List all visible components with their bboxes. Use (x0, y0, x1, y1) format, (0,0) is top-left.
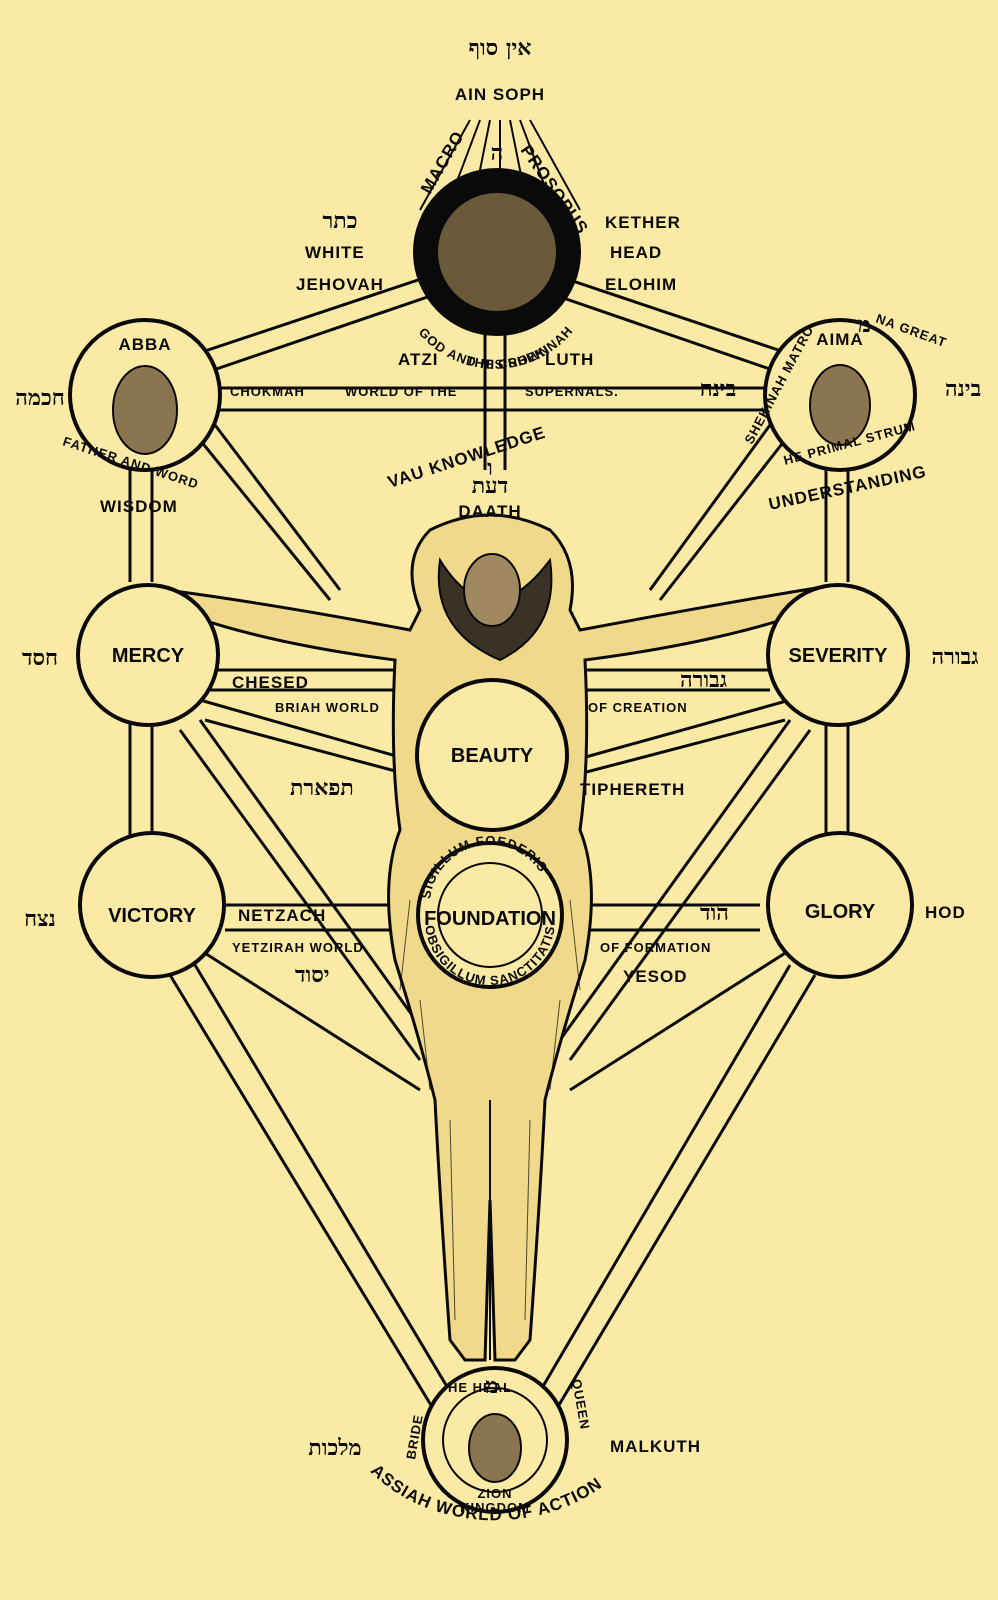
chokmah-label: CHOKMAH (230, 384, 305, 399)
tiphereth-label: TIPHERETH (580, 780, 685, 799)
jehovah-label: JEHOVAH (296, 275, 384, 294)
daath-hebrew: דעת (472, 473, 508, 499)
aima-label: AIMA (816, 330, 863, 349)
hod-label: HOD (925, 903, 966, 922)
elohim-label: ELOHIM (605, 275, 677, 294)
foundation-node-label: FOUNDATION (424, 908, 556, 930)
tiphereth-text: BEAUTY תפארת TIPHERETH (290, 745, 685, 801)
queen-label: QUEEN (569, 1378, 593, 1431)
severity-node-label: SEVERITY (789, 645, 889, 667)
formation-label: OF FORMATION (600, 940, 711, 955)
chokmah-hebrew: חכמה (15, 385, 64, 411)
kingdom-label: KINGDOM (460, 1500, 530, 1515)
yesod-node (416, 841, 564, 989)
daath-label: DAATH (458, 502, 521, 521)
atziluth-text: ATZI LUTH CHOKMAH WORLD OF THE SUPERNALS… (230, 350, 619, 399)
netzach-text: נצח VICTORY NETZACH YETZIRAH WORLD (24, 905, 364, 955)
luth-label: LUTH (545, 350, 594, 369)
mercy-node-label: MERCY (112, 645, 185, 667)
ain-soph-hebrew: אין סוף (469, 35, 532, 61)
head-label: HEAD (610, 243, 662, 262)
chesed-label: CHESED (232, 673, 309, 692)
ain-soph-title: AIN SOPH (455, 85, 545, 104)
beauty-node-label: BEAUTY (451, 745, 534, 767)
vav-letter: ו (487, 455, 493, 481)
victory-node-label: VICTORY (108, 905, 196, 927)
geburah-hebrew: גבורה (680, 667, 727, 693)
hod-node (766, 831, 914, 979)
portrait-faces (112, 364, 871, 1483)
malkuth-mem: מ (485, 1373, 498, 1399)
malkuth-label: MALKUTH (610, 1437, 701, 1456)
abba-label: ABBA (118, 335, 171, 354)
tiphereth-node (415, 678, 569, 832)
chesed-node (76, 583, 220, 727)
netzach-hebrew: נצח (24, 906, 56, 932)
yesod-hebrew: יסוד (295, 962, 330, 988)
yesod-label: YESOD (623, 967, 688, 986)
netzach-label: NETZACH (238, 906, 326, 925)
malkuth-hebrew: מלכות (308, 1435, 361, 1461)
sephiroth-nodes (68, 168, 917, 1514)
world-of-the-label: WORLD OF THE (345, 384, 457, 399)
vau-knowledge-label: VAU KNOWLEDGE (385, 423, 548, 492)
netzach-node (78, 831, 226, 979)
white-label: WHITE (305, 243, 365, 262)
chesed-text: חסד MERCY CHESED BRIAH WORLD (22, 645, 380, 715)
daath-text: VAU KNOWLEDGE ו דעת DAATH (385, 423, 548, 521)
chesed-hebrew: חסד (22, 645, 58, 671)
kether-hebrew: כתר (323, 208, 358, 234)
geburah-hebrew-right: גבורה (932, 644, 979, 670)
atzi-label: ATZI (398, 350, 439, 369)
glory-node-label: GLORY (805, 901, 876, 923)
paths-network (128, 268, 850, 1421)
binah-mem: מ (858, 312, 871, 338)
wisdom-label: WISDOM (100, 497, 178, 516)
yetzirah-world-label: YETZIRAH WORLD (232, 940, 364, 955)
he-heal-label: HE HEAL (448, 1380, 512, 1395)
malkuth-inner-ring (442, 1387, 548, 1493)
creation-label: OF CREATION (588, 700, 688, 715)
binah-hebrew-left: בינה (700, 376, 736, 402)
hod-text: הוד GLORY HOD OF FORMATION YESOD (600, 900, 966, 986)
supernals-label: SUPERNALS. (525, 384, 619, 399)
kether-face (436, 191, 558, 313)
binah-hebrew-right: בינה (945, 376, 981, 402)
ain-soph-rays (419, 119, 581, 211)
tiphereth-hebrew: תפארת (290, 775, 354, 801)
hod-hebrew: הוד (700, 900, 729, 926)
geburah-node (766, 583, 910, 727)
heh-letter: ה (491, 140, 504, 166)
geburah-text: גבורה SEVERITY גבורה OF CREATION (588, 644, 978, 715)
briah-world-label: BRIAH WORLD (275, 700, 380, 715)
yesod-inner-ring (437, 862, 543, 968)
zion-label: ZION (477, 1486, 512, 1501)
kether-label: KETHER (605, 213, 681, 232)
